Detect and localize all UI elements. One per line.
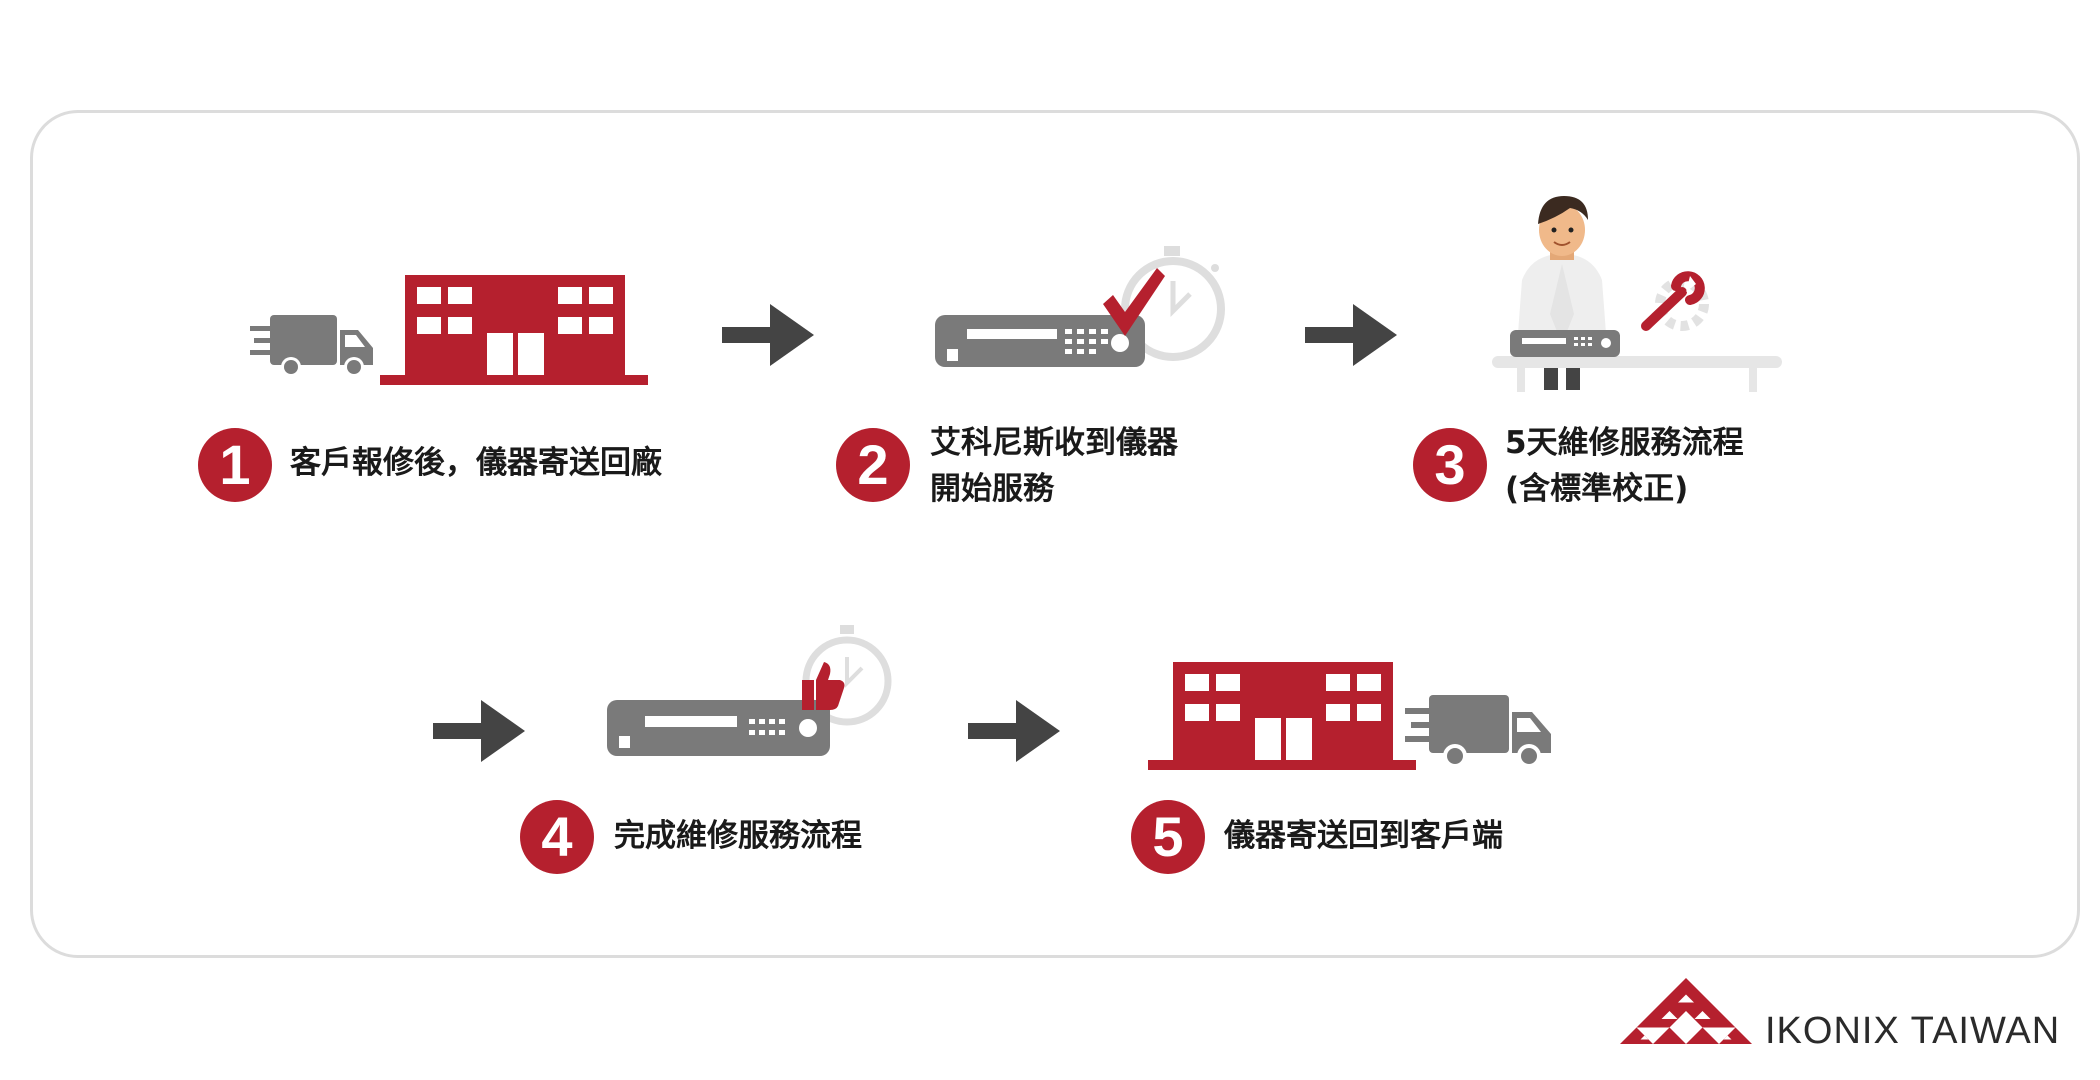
step-3-line-2: (含標準校正) (1505, 471, 1689, 507)
arrow-right-icon (968, 700, 1060, 762)
delivery-truck-icon (1405, 695, 1551, 768)
step-3-label: 5天維修服務流程 (含標準校正) (1505, 420, 1744, 512)
step-2-number: 2 (836, 428, 910, 502)
instrument-icon (935, 315, 1145, 367)
step-2-label: 艾科尼斯收到儀器 開始服務 (930, 420, 1178, 512)
step-4-label: 完成維修服務流程 (614, 813, 862, 859)
instrument-icon (607, 700, 830, 756)
step-2-line-1: 艾科尼斯收到儀器 (930, 425, 1178, 461)
technician-icon (1492, 196, 1782, 392)
step-3-line-1: 5天維修服務流程 (1505, 425, 1744, 461)
stopwatch-icon (1121, 246, 1225, 361)
arrow-right-icon (1305, 304, 1397, 366)
thumbs-up-icon (802, 662, 845, 710)
arrow-right-icon (722, 304, 814, 366)
factory-building-icon (380, 275, 648, 385)
step-5-line-1: 儀器寄送回到客戶端 (1224, 818, 1503, 854)
step-1-label: 客戶報修後，儀器寄送回廠 (290, 440, 662, 486)
step-5-number: 5 (1131, 800, 1205, 874)
process-panel (30, 110, 2080, 958)
step-3-number: 3 (1413, 428, 1487, 502)
step-4-line-1: 完成維修服務流程 (614, 818, 862, 854)
brand-name: IKONIX TAIWAN (1765, 1010, 2061, 1052)
wrench-gear-icon (1641, 271, 1709, 331)
ikonix-triangle-logo (1620, 978, 1752, 1044)
arrow-right-icon (433, 700, 525, 762)
step-1-line-1: 客戶報修後，儀器寄送回廠 (290, 445, 662, 481)
delivery-truck-icon (250, 315, 373, 377)
step-5-label: 儀器寄送回到客戶端 (1224, 813, 1503, 859)
step-4-number: 4 (520, 800, 594, 874)
checkmark-icon (1103, 268, 1165, 336)
step-2-line-2: 開始服務 (930, 471, 1054, 507)
step-1-number: 1 (198, 428, 272, 502)
factory-building-icon (1148, 662, 1416, 770)
